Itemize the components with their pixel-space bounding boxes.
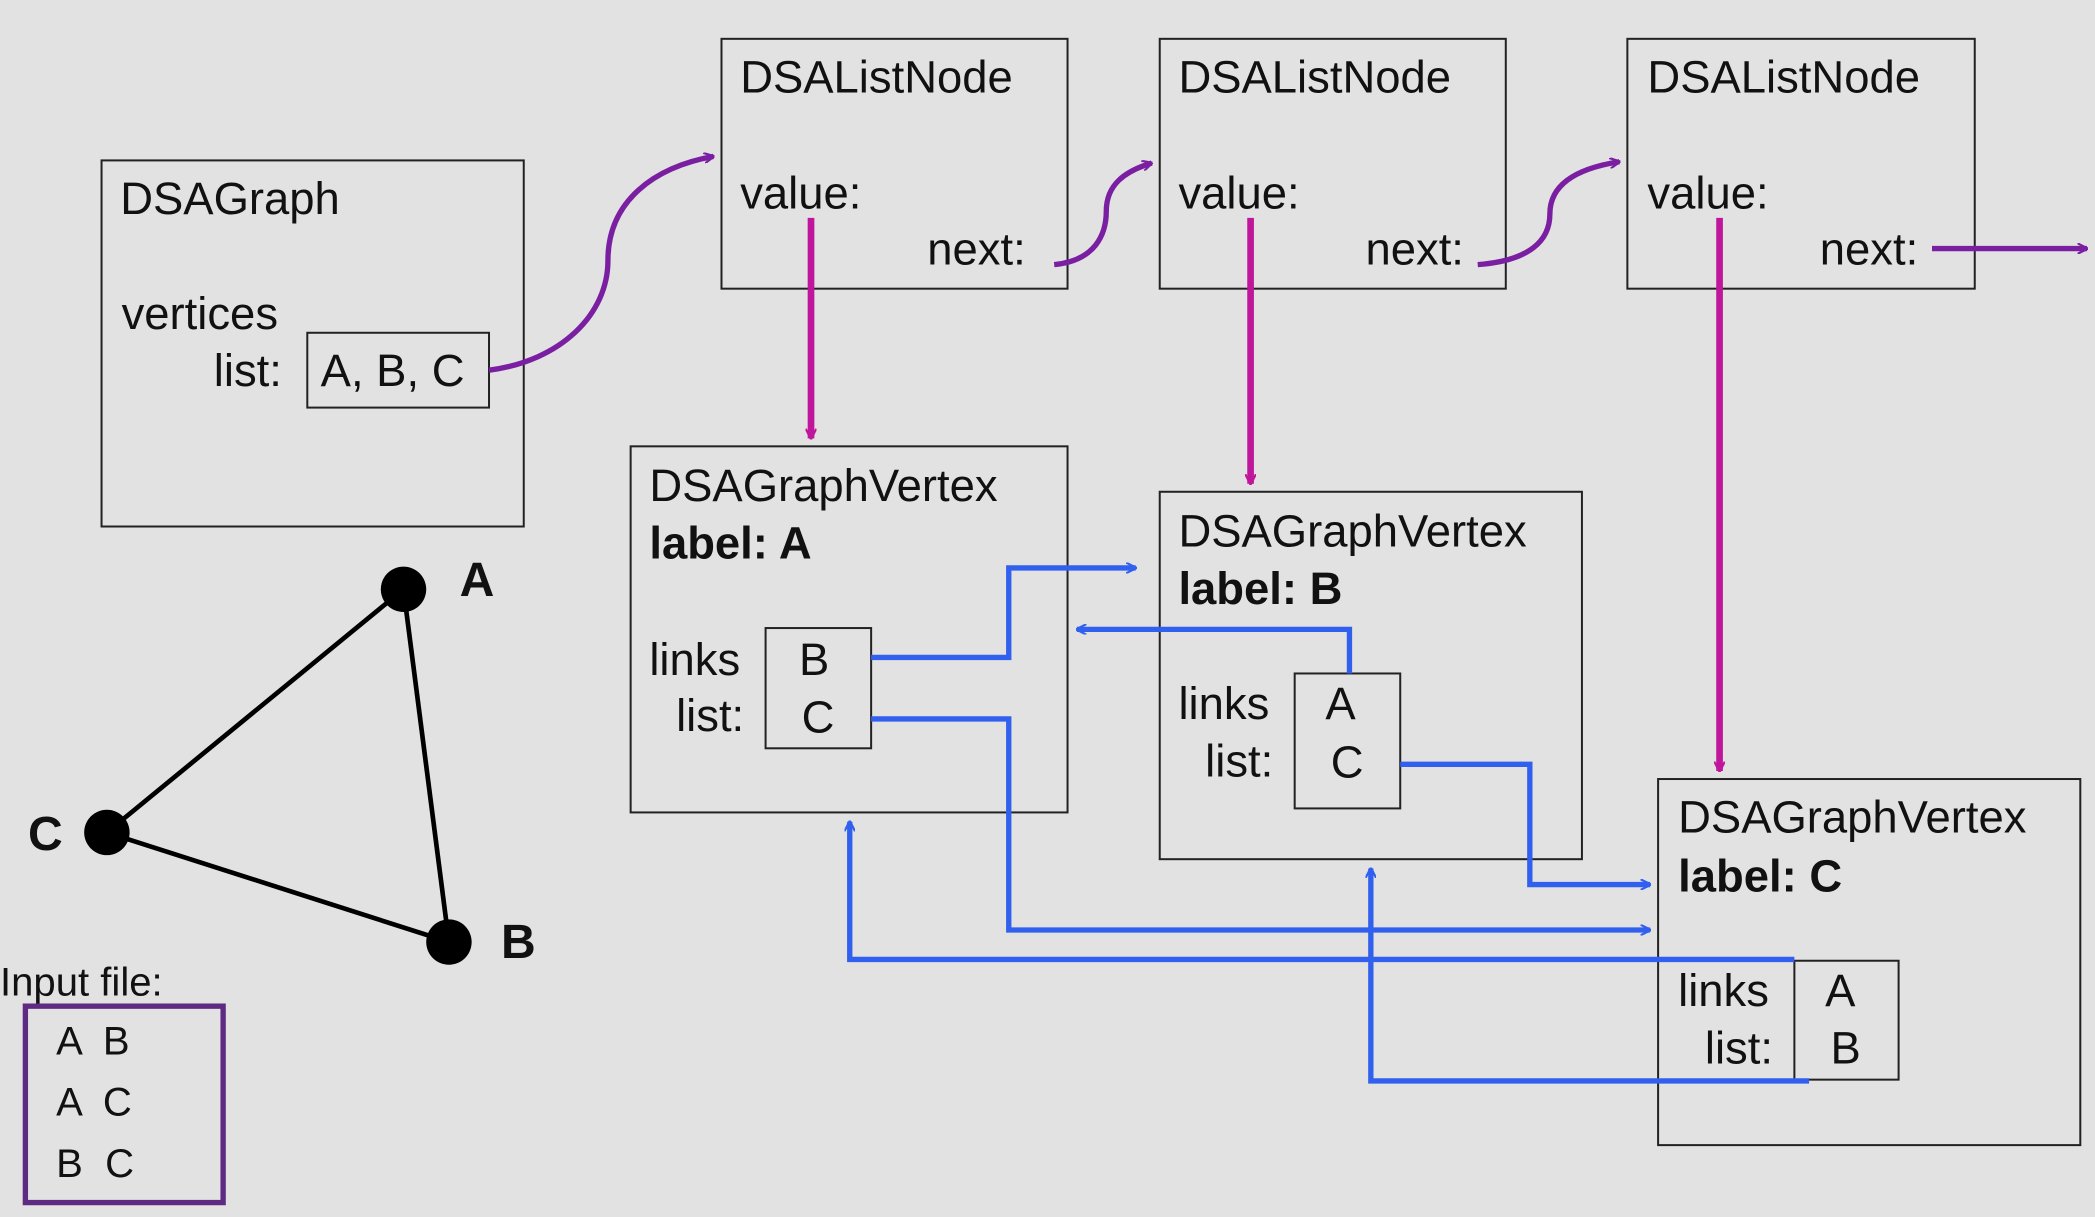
vertex-links-box bbox=[764, 627, 873, 750]
value-pointers bbox=[811, 217, 1720, 771]
graph-node-label-a: A bbox=[460, 553, 495, 607]
graph-object-title: DSAGraph bbox=[120, 173, 340, 224]
adjacency-links bbox=[850, 568, 1810, 1084]
list-node-title: DSAListNode bbox=[1178, 51, 1451, 102]
list-node-next-label: next: bbox=[1820, 224, 1918, 275]
list-node-title: DSAListNode bbox=[1647, 51, 1920, 102]
link-c-to-b bbox=[1371, 869, 1810, 1084]
list-node-next-label: next: bbox=[1365, 224, 1463, 275]
vertex-link-item: C bbox=[802, 691, 835, 742]
vertex-links-label: links bbox=[1178, 678, 1269, 729]
graph-object-box: DSAGraph vertices list: A, B, C bbox=[100, 159, 525, 528]
next-arrow-1 bbox=[1053, 163, 1152, 268]
vertex-link-item: A bbox=[1325, 678, 1356, 729]
input-file-line: A C bbox=[56, 1081, 132, 1125]
graph-node-a bbox=[380, 566, 427, 613]
vertices-list-value: A, B, C bbox=[321, 345, 465, 396]
vertex-c-box: DSAGraphVertex label: C links list: A B bbox=[1657, 778, 2082, 1147]
list-node-1: DSAListNode value: next: bbox=[720, 37, 1069, 290]
vertex-link-item: B bbox=[799, 634, 829, 685]
link-c-to-a bbox=[850, 822, 1795, 963]
vertex-list-label: list: bbox=[1705, 1023, 1773, 1074]
list-node-value-label: value: bbox=[1647, 168, 1768, 219]
list-node-3: DSAListNode value: next: bbox=[1626, 37, 1976, 290]
graph-node-label-b: B bbox=[501, 915, 536, 969]
graph-node-b bbox=[426, 919, 472, 965]
link-b-to-c bbox=[1400, 761, 1650, 884]
vertex-links-box bbox=[1793, 959, 1900, 1081]
link-a-to-c bbox=[871, 716, 1650, 930]
vertices-list-arrow bbox=[488, 156, 713, 373]
vertices-list-label: list: bbox=[214, 345, 282, 396]
vertex-title: DSAGraphVertex bbox=[1178, 506, 1527, 557]
input-file-title: Input file: bbox=[0, 960, 163, 1004]
list-node-2: DSAListNode value: next: bbox=[1158, 37, 1507, 290]
link-a-to-b bbox=[871, 568, 1136, 661]
vertex-title: DSAGraphVertex bbox=[1678, 791, 2027, 842]
vertex-label: label: A bbox=[649, 518, 811, 569]
vertex-b-box: DSAGraphVertex label: B links list: A C bbox=[1158, 490, 1583, 861]
input-file-box bbox=[22, 1003, 226, 1206]
vertex-links-label: links bbox=[1678, 965, 1769, 1016]
link-b-to-a bbox=[1077, 629, 1353, 674]
edge-a-b bbox=[401, 589, 452, 943]
vertex-a-box: DSAGraphVertex label: A links list: B C bbox=[629, 445, 1069, 814]
graph-drawing: A B C bbox=[28, 553, 536, 969]
vertex-links-label: links bbox=[649, 634, 740, 685]
edge-a-c bbox=[105, 587, 405, 835]
vertex-title: DSAGraphVertex bbox=[649, 460, 998, 511]
vertex-link-item: A bbox=[1825, 965, 1856, 1016]
graph-node-label-c: C bbox=[28, 807, 63, 861]
vertex-link-item: B bbox=[1830, 1023, 1860, 1074]
input-file-line: A B bbox=[56, 1019, 130, 1063]
vertex-label: label: B bbox=[1178, 563, 1342, 614]
input-file-panel: Input file: A B A C B C bbox=[0, 960, 226, 1206]
vertex-list-label: list: bbox=[1205, 735, 1273, 786]
list-node-value-label: value: bbox=[1178, 168, 1299, 219]
list-node-next-label: next: bbox=[927, 224, 1025, 275]
input-file-line: B C bbox=[56, 1142, 134, 1186]
next-pointers bbox=[488, 156, 2087, 373]
edge-b-c bbox=[106, 830, 450, 945]
list-node-value-label: value: bbox=[740, 168, 861, 219]
vertex-list-label: list: bbox=[676, 690, 744, 741]
vertices-label: vertices bbox=[122, 288, 278, 339]
vertex-label: label: C bbox=[1678, 850, 1842, 901]
list-node-title: DSAListNode bbox=[740, 51, 1013, 102]
vertex-link-item: C bbox=[1331, 737, 1364, 788]
next-arrow-2 bbox=[1477, 162, 1620, 268]
graph-node-c bbox=[84, 809, 130, 856]
